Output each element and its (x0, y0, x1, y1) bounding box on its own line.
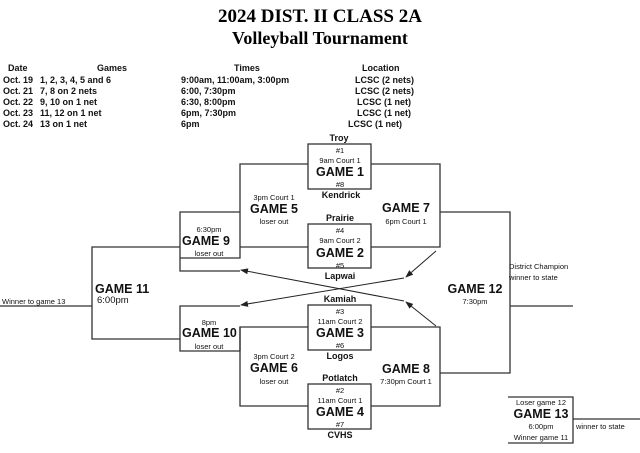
game-note: loser out (259, 377, 289, 386)
game-time: 3pm Court 2 (253, 352, 295, 361)
game-note: loser out (194, 342, 224, 351)
team-logos: Logos (326, 351, 354, 361)
game8-loser-arrow (405, 301, 437, 327)
game-note: loser out (194, 249, 224, 258)
game-time: 8pm (201, 318, 217, 327)
schedule-games: 11, 12 on 1 net (40, 108, 102, 118)
game-label: GAME 10 (182, 326, 237, 340)
arrow-to-game9 (240, 268, 405, 302)
game11-bracket (91, 246, 180, 340)
game12-outcome-line1: District Champion (509, 262, 569, 271)
game-time: 6pm Court 1 (385, 217, 427, 226)
seed: #3 (335, 307, 345, 316)
team-kendrick: Kendrick (321, 190, 361, 200)
schedule-date: Oct. 21 (3, 86, 34, 96)
game9-bracket (179, 211, 240, 272)
schedule-date: Oct. 22 (3, 97, 34, 107)
page-subtitle: Volleyball Tournament (232, 28, 408, 48)
schedule-location: LCSC (1 net) (357, 108, 411, 118)
schedule-date: Oct. 24 (3, 119, 34, 129)
game-time: 11am Court 1 (317, 396, 363, 405)
team-potlatch: Potlatch (322, 373, 358, 383)
team-lapwai: Lapwai (324, 271, 356, 281)
schedule-games: 1, 2, 3, 4, 5 and 6 (40, 75, 112, 85)
game7-bracket (371, 163, 441, 248)
schedule-header-location: Location (362, 63, 400, 73)
game-time: 3pm Court 1 (253, 193, 295, 202)
seed: #5 (335, 261, 345, 270)
game-label: GAME 7 (382, 201, 430, 215)
game11-outcome: Winner to game 13 (2, 297, 66, 306)
game-label: GAME 13 (513, 407, 569, 421)
game13-bottom-note: Winner game 11 (513, 433, 569, 442)
game2-box (307, 223, 372, 269)
schedule-times: 9:00am, 11:00am, 3:00pm (181, 75, 290, 85)
game-label: GAME 4 (316, 405, 364, 419)
schedule-location: LCSC (1 net) (357, 97, 411, 107)
arrow-to-game10 (240, 277, 405, 307)
seed: #4 (335, 226, 345, 235)
game10-bracket (179, 305, 240, 352)
seed: #6 (335, 341, 345, 350)
game8-bracket (371, 326, 441, 407)
schedule-games: 7, 8 on 2 nets (40, 86, 98, 96)
game-label: GAME 8 (382, 362, 430, 376)
page-title: 2024 DIST. II CLASS 2A (218, 6, 422, 27)
game12-outcome-line2: winner to state (509, 273, 558, 282)
game6-bracket (239, 326, 308, 407)
team-troy: Troy (329, 133, 349, 143)
schedule-location: LCSC (2 nets) (355, 75, 415, 85)
schedule-header-games: Games (97, 63, 128, 73)
game-label: GAME 12 (447, 282, 503, 296)
game-time: 7:30pm Court 1 (380, 377, 432, 386)
game-time: 6:30pm (196, 225, 222, 234)
game13-top-note: Loser game 12 (515, 398, 567, 407)
game8-to-game12 (440, 305, 511, 374)
schedule-times: 6pm, 7:30pm (181, 108, 237, 118)
game5-bracket (180, 163, 308, 259)
schedule-times: 6pm (181, 119, 200, 129)
schedule-location: LCSC (2 nets) (355, 86, 415, 96)
team-prairie: Prairie (325, 213, 355, 223)
game-time: 11am Court 2 (317, 317, 363, 326)
schedule-header-date: Date (8, 63, 28, 73)
game13-outcome: winner to state (576, 422, 625, 431)
game-label: GAME 5 (250, 202, 298, 216)
schedule-location: LCSC (1 net) (348, 119, 402, 129)
game13-box (508, 396, 574, 444)
schedule-games: 13 on 1 net (40, 119, 88, 129)
team-kamiah: Kamiah (323, 294, 357, 304)
game-label: GAME 3 (316, 326, 364, 340)
game-time: 6:00pm (97, 295, 129, 306)
schedule-date: Oct. 19 (3, 75, 34, 85)
game-time: 9am Court 1 (319, 156, 361, 165)
game-label: GAME 9 (182, 234, 230, 248)
game7-loser-arrow (405, 250, 437, 278)
game-time: 9am Court 2 (319, 236, 361, 245)
schedule-header-times: Times (234, 63, 260, 73)
game-label: GAME 11 (95, 282, 150, 296)
game-note: loser out (259, 217, 289, 226)
game-label: GAME 1 (316, 165, 364, 179)
game-label: GAME 2 (316, 246, 364, 260)
game-time: 7:30pm (462, 297, 488, 306)
game-label: GAME 6 (250, 361, 298, 375)
seed: #2 (335, 386, 345, 395)
game-time: 6:00pm (528, 422, 554, 431)
game7-to-game12 (440, 211, 511, 305)
schedule-games: 9, 10 on 1 net (40, 97, 98, 107)
seed: #8 (335, 180, 345, 189)
schedule-times: 6:30, 8:00pm (181, 97, 236, 107)
team-cvhs: CVHS (327, 430, 353, 440)
schedule-date: Oct. 23 (3, 108, 34, 118)
game1-box (307, 143, 372, 190)
seed: #7 (335, 420, 345, 429)
schedule-times: 6:00, 7:30pm (181, 86, 236, 96)
seed: #1 (335, 146, 345, 155)
